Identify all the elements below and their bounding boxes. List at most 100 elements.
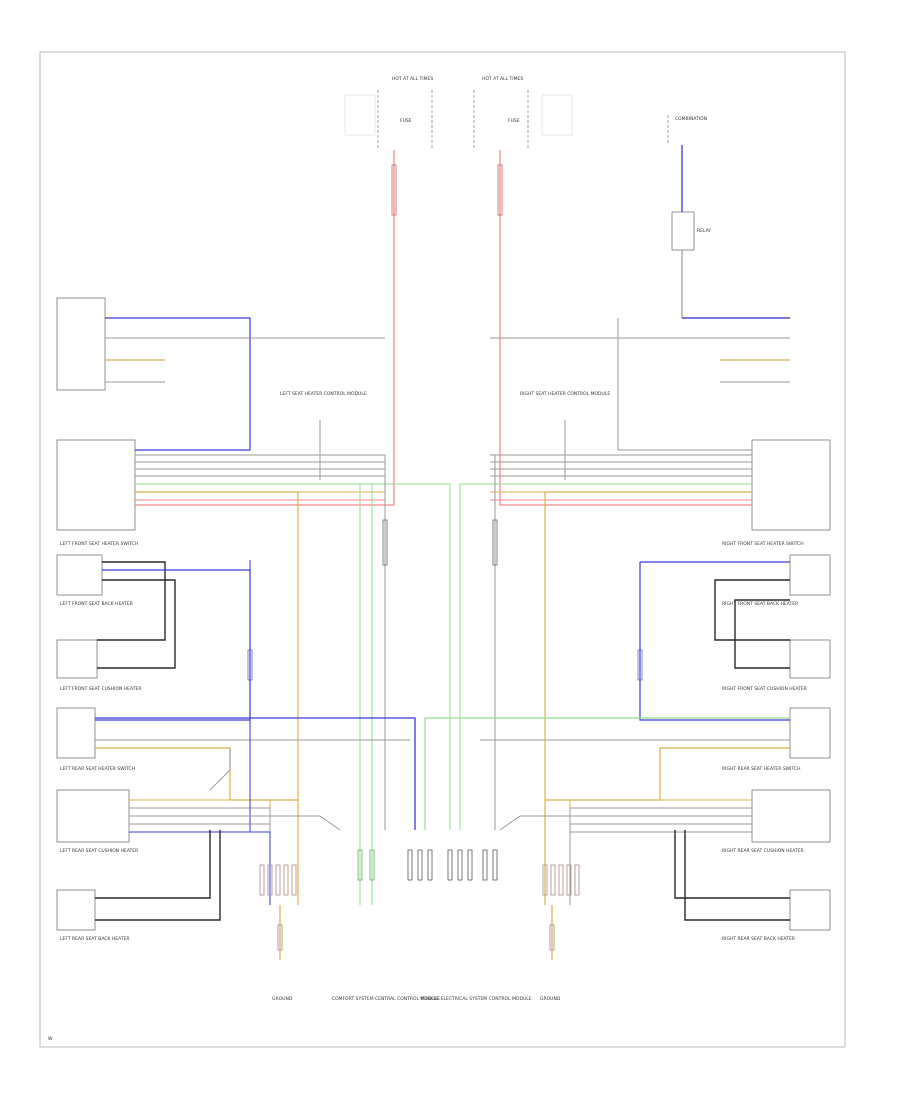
label-bottom-3: GROUND — [540, 996, 561, 1002]
left-rear-back-box — [56, 889, 96, 931]
wire-72 — [674, 830, 790, 899]
wires-layer — [95, 145, 790, 960]
connector-76 — [275, 864, 281, 896]
wire-7 — [105, 317, 251, 451]
fuse-left-group: HOT AT ALL TIMES FUSE — [344, 76, 433, 150]
fuse-right-group: HOT AT ALL TIMES FUSE — [473, 76, 573, 150]
footer-code: W — [48, 1036, 53, 1042]
wire-67 — [569, 823, 752, 905]
wire-59 — [129, 815, 271, 905]
wire-41 — [97, 561, 166, 641]
wire-0 — [135, 150, 395, 506]
left-front-cushion-heater-box — [56, 639, 98, 679]
connector-3 — [497, 164, 503, 216]
connector-47 — [637, 649, 643, 681]
wire-60 — [129, 823, 271, 905]
relay-box — [671, 211, 695, 251]
right-rear-back-box — [789, 889, 831, 931]
label-right-2: RIGHT FRONT SEAT CUSHION HEATER — [722, 686, 807, 692]
wire-50 — [95, 717, 416, 830]
connector-87 — [482, 849, 488, 881]
wire-71 — [95, 830, 221, 921]
label-left-5: LEFT REAR SEAT BACK HEATER — [60, 936, 130, 942]
label-bottom-2: VEHICLE ELECTRICAL SYSTEM CONTROL MODULE — [420, 996, 532, 1002]
diagram-frame — [39, 51, 846, 1048]
connector-79 — [357, 849, 363, 881]
labels-layer: LEFT FRONT SEAT HEATER SWITCH LEFT FRONT… — [48, 391, 807, 1042]
wire-53 — [209, 748, 231, 791]
combination-label: COMBINATION — [675, 116, 707, 122]
connector-74 — [259, 864, 265, 896]
connector-75 — [267, 864, 273, 896]
wire-23 — [135, 491, 299, 905]
label-center-module-right: RIGHT SEAT HEATER CONTROL MODULE — [520, 391, 610, 397]
label-left-2: LEFT FRONT SEAT CUSHION HEATER — [60, 686, 141, 692]
wire-14 — [617, 318, 752, 451]
left-boxes — [56, 297, 136, 931]
left-front-back-heater-box — [56, 554, 103, 596]
left-rear-switch-box — [56, 707, 96, 759]
connector-89 — [542, 864, 548, 896]
wire-66 — [569, 815, 752, 905]
connector-81 — [407, 849, 413, 881]
combination-group: COMBINATION RELAY — [667, 115, 711, 251]
connector-77 — [283, 864, 289, 896]
fuse-left-fuse: FUSE — [400, 118, 412, 124]
label-bottom-0: GROUND — [272, 996, 293, 1002]
wire-61 — [129, 831, 271, 905]
connector-88 — [492, 849, 498, 881]
wire-42 — [97, 579, 176, 669]
left-front-switch-box — [56, 297, 106, 391]
wire-5 — [681, 250, 790, 319]
connector-97 — [549, 924, 555, 951]
label-right-1: RIGHT FRONT SEAT BACK HEATER — [722, 601, 798, 607]
wire-65 — [569, 807, 752, 905]
connector-78 — [291, 864, 297, 896]
connector-80 — [369, 849, 375, 881]
wire-49 — [734, 599, 790, 669]
connector-84 — [447, 849, 453, 881]
wire-68 — [569, 831, 752, 905]
connector-90 — [550, 864, 556, 896]
right-rear-cushion-box — [751, 789, 831, 843]
wire-22 — [135, 483, 451, 830]
connector-92 — [566, 864, 572, 896]
label-left-1: LEFT FRONT SEAT BACK HEATER — [60, 601, 133, 607]
connector-39 — [382, 519, 388, 566]
left-module-box — [56, 439, 136, 531]
wire-55 — [545, 747, 790, 801]
label-bottom-1: COMFORT SYSTEM CENTRAL CONTROL MODULE — [332, 996, 440, 1002]
connector-93 — [574, 864, 580, 896]
wire-43 — [95, 569, 251, 721]
label-center-module-left: LEFT SEAT HEATER CONTROL MODULE — [280, 391, 367, 397]
label-left-0: LEFT FRONT SEAT HEATER SWITCH — [60, 541, 138, 547]
wire-51 — [95, 747, 298, 801]
right-boxes — [751, 439, 831, 931]
connector-82 — [417, 849, 423, 881]
right-rear-switch-box — [789, 707, 831, 759]
right-front-back-heater-box — [789, 554, 831, 596]
wire-1 — [499, 150, 752, 506]
fuse-right-fuse: FUSE — [508, 118, 520, 124]
wire-46 — [639, 562, 790, 721]
connector-40 — [492, 519, 498, 566]
wire-58 — [129, 807, 271, 905]
right-front-cushion-heater-box — [789, 639, 831, 679]
right-module-box — [751, 439, 831, 531]
left-rear-cushion-box — [56, 789, 130, 843]
connector-96 — [277, 924, 283, 951]
wire-63 — [129, 815, 341, 831]
label-left-3: LEFT REAR SEAT HEATER SWITCH — [60, 766, 135, 772]
wire-73 — [684, 830, 790, 921]
connector-2 — [391, 164, 397, 216]
wire-62 — [129, 560, 251, 833]
fuse-left-label: HOT AT ALL TIMES — [392, 76, 433, 82]
wire-54 — [424, 717, 790, 830]
label-left-4: LEFT REAR SEAT CUSHION HEATER — [60, 848, 138, 854]
wire-32 — [459, 483, 752, 830]
label-right-0: RIGHT FRONT SEAT HEATER SWITCH — [722, 541, 804, 547]
wire-70 — [95, 830, 211, 899]
wire-48 — [714, 579, 790, 641]
